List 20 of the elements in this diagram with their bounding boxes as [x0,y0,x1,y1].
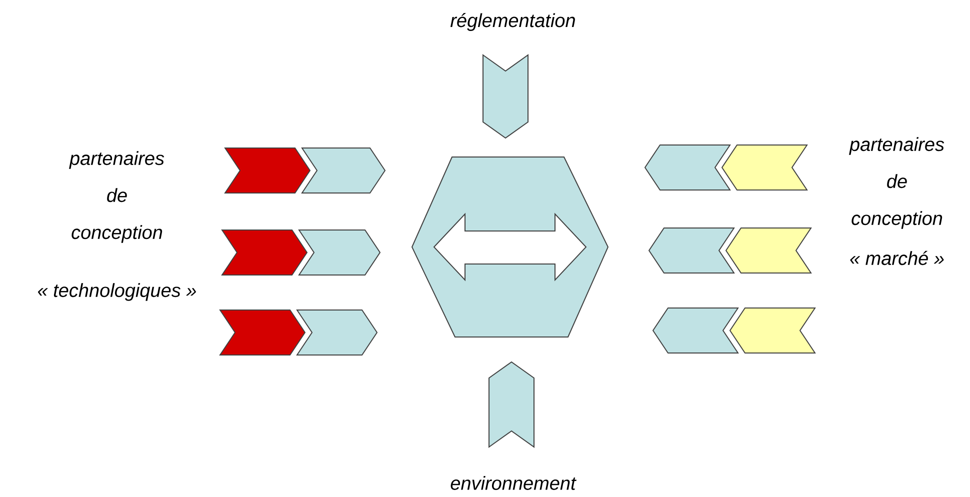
chevron-shape [652,308,739,354]
group-label: « technologiques » [38,283,196,301]
chevron-shape [721,144,808,190]
chevron-shape [219,310,306,356]
group-label: partenaires de conception [849,137,944,229]
chevron-shape [644,144,731,190]
chevron-shape [488,361,534,448]
chevron-shape [729,308,816,354]
chevron-shape [221,230,308,276]
group-label: « marché » [850,250,944,266]
chevron-shape [725,228,812,274]
group-label: partenaires de conception [69,151,164,243]
chevron-shape [648,228,735,274]
chevron-shape [298,230,381,276]
chevron-shape [482,54,528,139]
caption-text: réglementation [450,13,575,31]
caption-text: environnement [450,476,576,490]
chevron-shape [224,148,311,194]
chevron-shape [301,148,386,194]
chevron-shape [296,310,378,356]
